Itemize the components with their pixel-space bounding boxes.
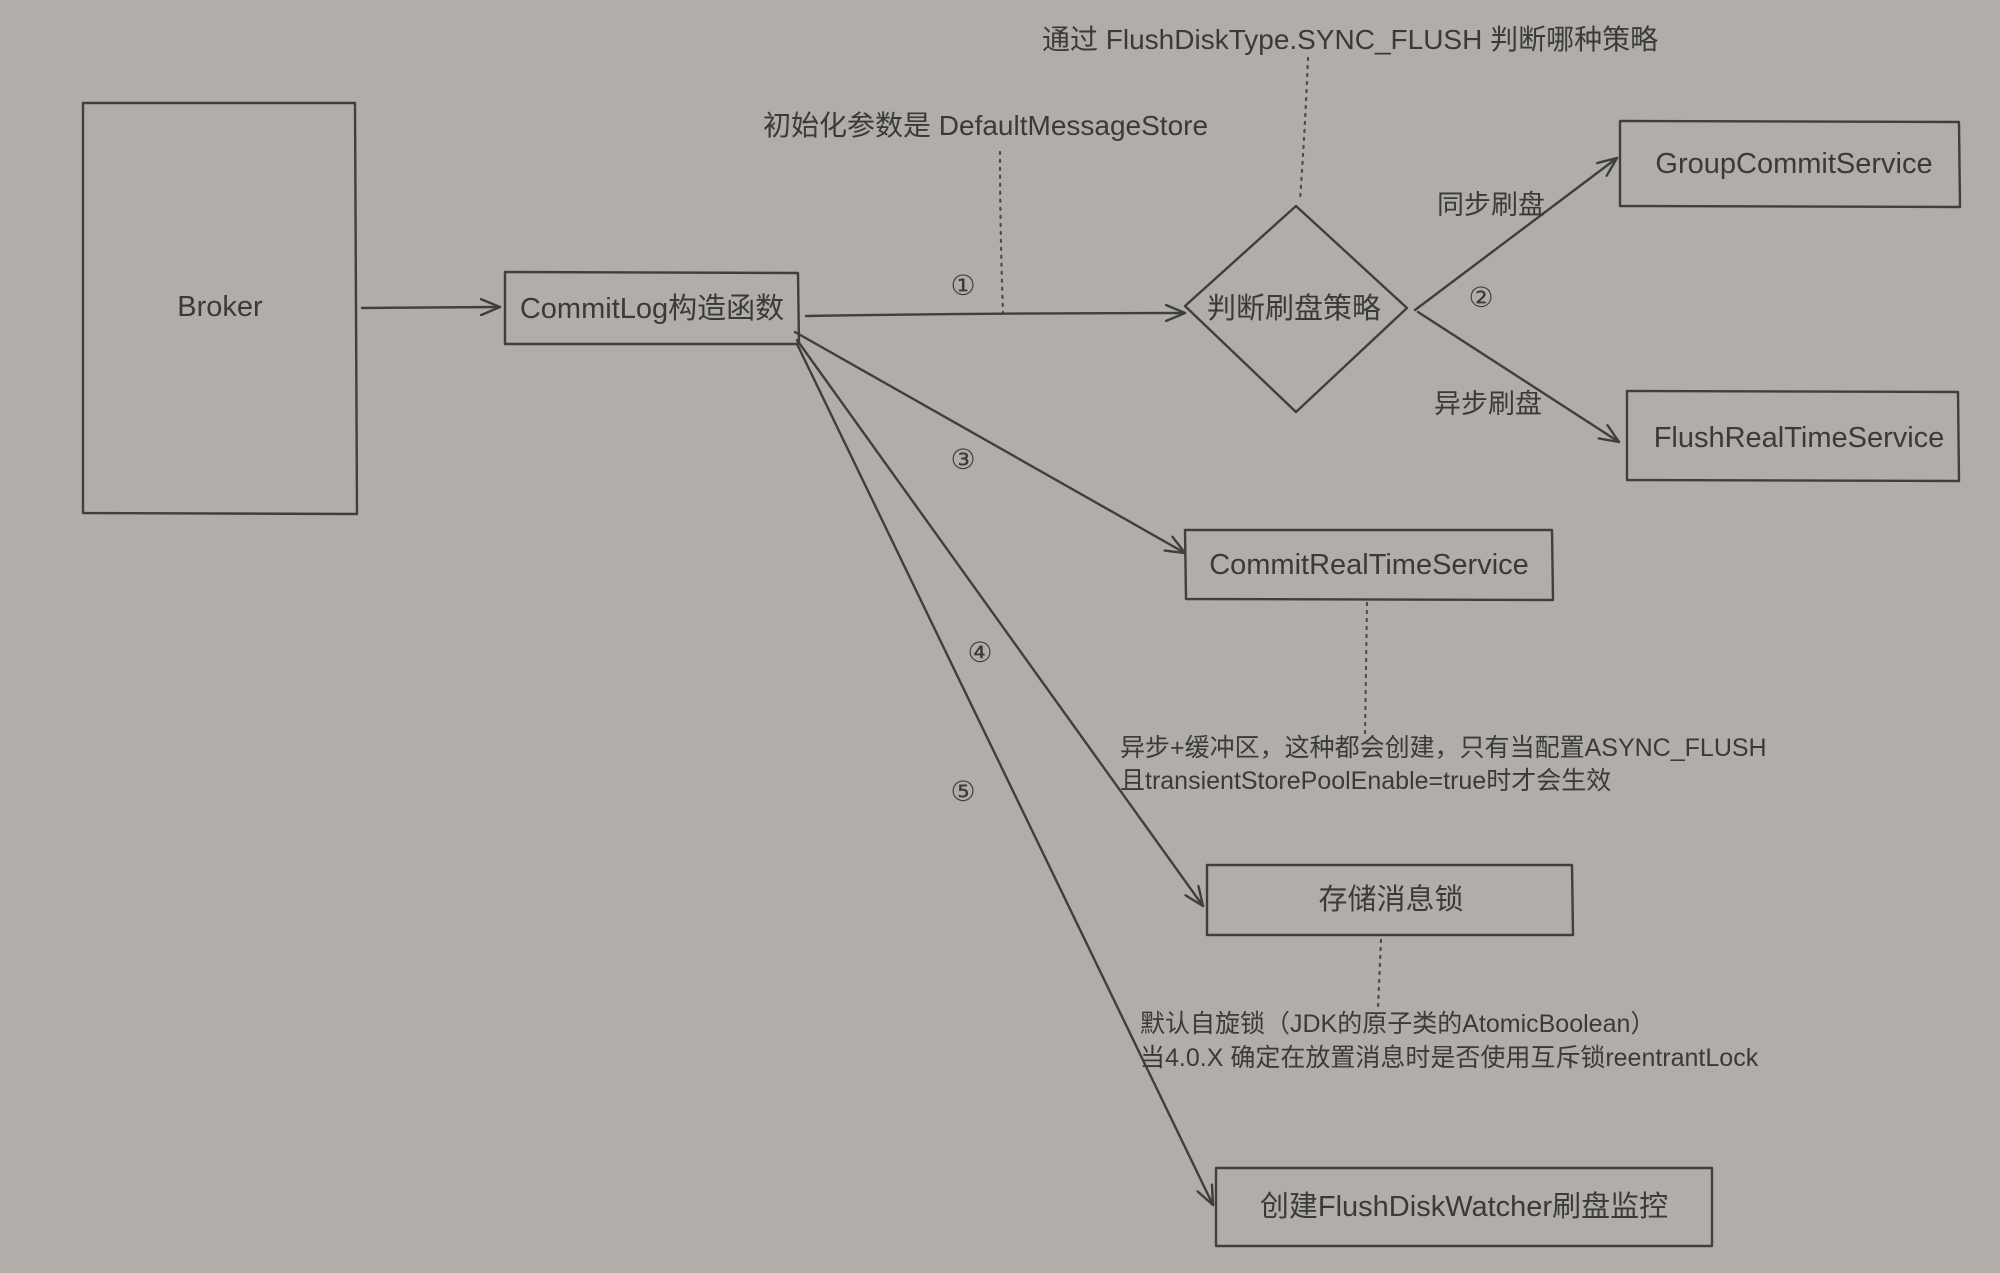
group-commit-label: GroupCommitService bbox=[1655, 148, 1932, 180]
flush-realtime-label: FlushRealTimeService bbox=[1654, 422, 1945, 454]
group-commit-node: GroupCommitService bbox=[1618, 119, 1962, 209]
edge-commitlog-to-strategy bbox=[804, 313, 1187, 316]
commit-realtime-note-line-2: 且transientStorePoolEnable=true时才会生效 bbox=[1120, 767, 1611, 795]
broker-label: Broker bbox=[177, 291, 263, 323]
sync-flush-label: 同步刷盘 bbox=[1437, 190, 1545, 220]
async-flush-label: 异步刷盘 bbox=[1434, 389, 1542, 419]
group-commit-box bbox=[1618, 119, 1962, 209]
commitlog-ctor-label: CommitLog构造函数 bbox=[520, 292, 784, 325]
commit-realtime-note-connector bbox=[1363, 601, 1369, 737]
edge-strategy-to-flush-realtime bbox=[1416, 310, 1621, 444]
flush-type-note: 通过 FlushDiskType.SYNC_FLUSH 判断哪种策略 bbox=[1042, 24, 1658, 55]
flush-watcher-node: 创建FlushDiskWatcher刷盘监控 bbox=[1214, 1166, 1714, 1248]
flush-realtime-node: FlushRealTimeService bbox=[1625, 389, 1961, 483]
flush-strategy-label: 判断刷盘策略 bbox=[1207, 292, 1381, 325]
init-param-note: 初始化参数是 DefaultMessageStore bbox=[763, 110, 1208, 141]
edge-commitlog-to-store-lock bbox=[795, 338, 1205, 908]
store-lock-note-line-1: 默认自旋锁（JDK的原子类的AtomicBoolean） bbox=[1140, 1010, 1655, 1038]
store-lock-note-line-2: 当4.0.X 确定在放置消息时是否使用互斥锁reentrantLock bbox=[1140, 1044, 1759, 1072]
step-1: ① bbox=[950, 269, 975, 302]
commit-realtime-node: CommitRealTimeService bbox=[1183, 528, 1555, 602]
store-lock-label: 存储消息锁 bbox=[1318, 883, 1463, 916]
flush-watcher-box bbox=[1214, 1166, 1714, 1248]
edge-commitlog-to-commit-realtime bbox=[793, 330, 1187, 555]
edge-commitlog-to-flush-watcher bbox=[795, 342, 1215, 1207]
step-2: ② bbox=[1468, 281, 1493, 314]
flush-strategy-node: 判断刷盘策略 bbox=[1183, 204, 1409, 414]
init-param-connector bbox=[998, 150, 1005, 314]
commit-realtime-note-line-1: 异步+缓冲区，这种都会创建，只有当配置ASYNC_FLUSH bbox=[1120, 734, 1767, 762]
commit-realtime-box bbox=[1183, 528, 1555, 602]
store-lock-note-connector bbox=[1376, 938, 1383, 1010]
store-lock-node: 存储消息锁 bbox=[1205, 863, 1575, 937]
flush-strategy-diamond bbox=[1183, 204, 1409, 414]
commitlog-ctor-node: CommitLog构造函数 bbox=[503, 270, 801, 346]
flush-watcher-label: 创建FlushDiskWatcher刷盘监控 bbox=[1260, 1190, 1668, 1223]
flush-realtime-box bbox=[1625, 389, 1961, 483]
flush-type-connector bbox=[1298, 56, 1310, 202]
broker-box bbox=[81, 101, 359, 516]
broker-node: Broker bbox=[81, 101, 359, 516]
edge-strategy-to-group-commit bbox=[1413, 156, 1619, 312]
commit-realtime-label: CommitRealTimeService bbox=[1209, 549, 1529, 581]
store-lock-box bbox=[1205, 863, 1575, 937]
step-3: ③ bbox=[950, 443, 975, 476]
step-4: ④ bbox=[967, 636, 992, 669]
step-5: ⑤ bbox=[950, 775, 975, 808]
edge-broker-to-commitlog bbox=[360, 307, 502, 308]
